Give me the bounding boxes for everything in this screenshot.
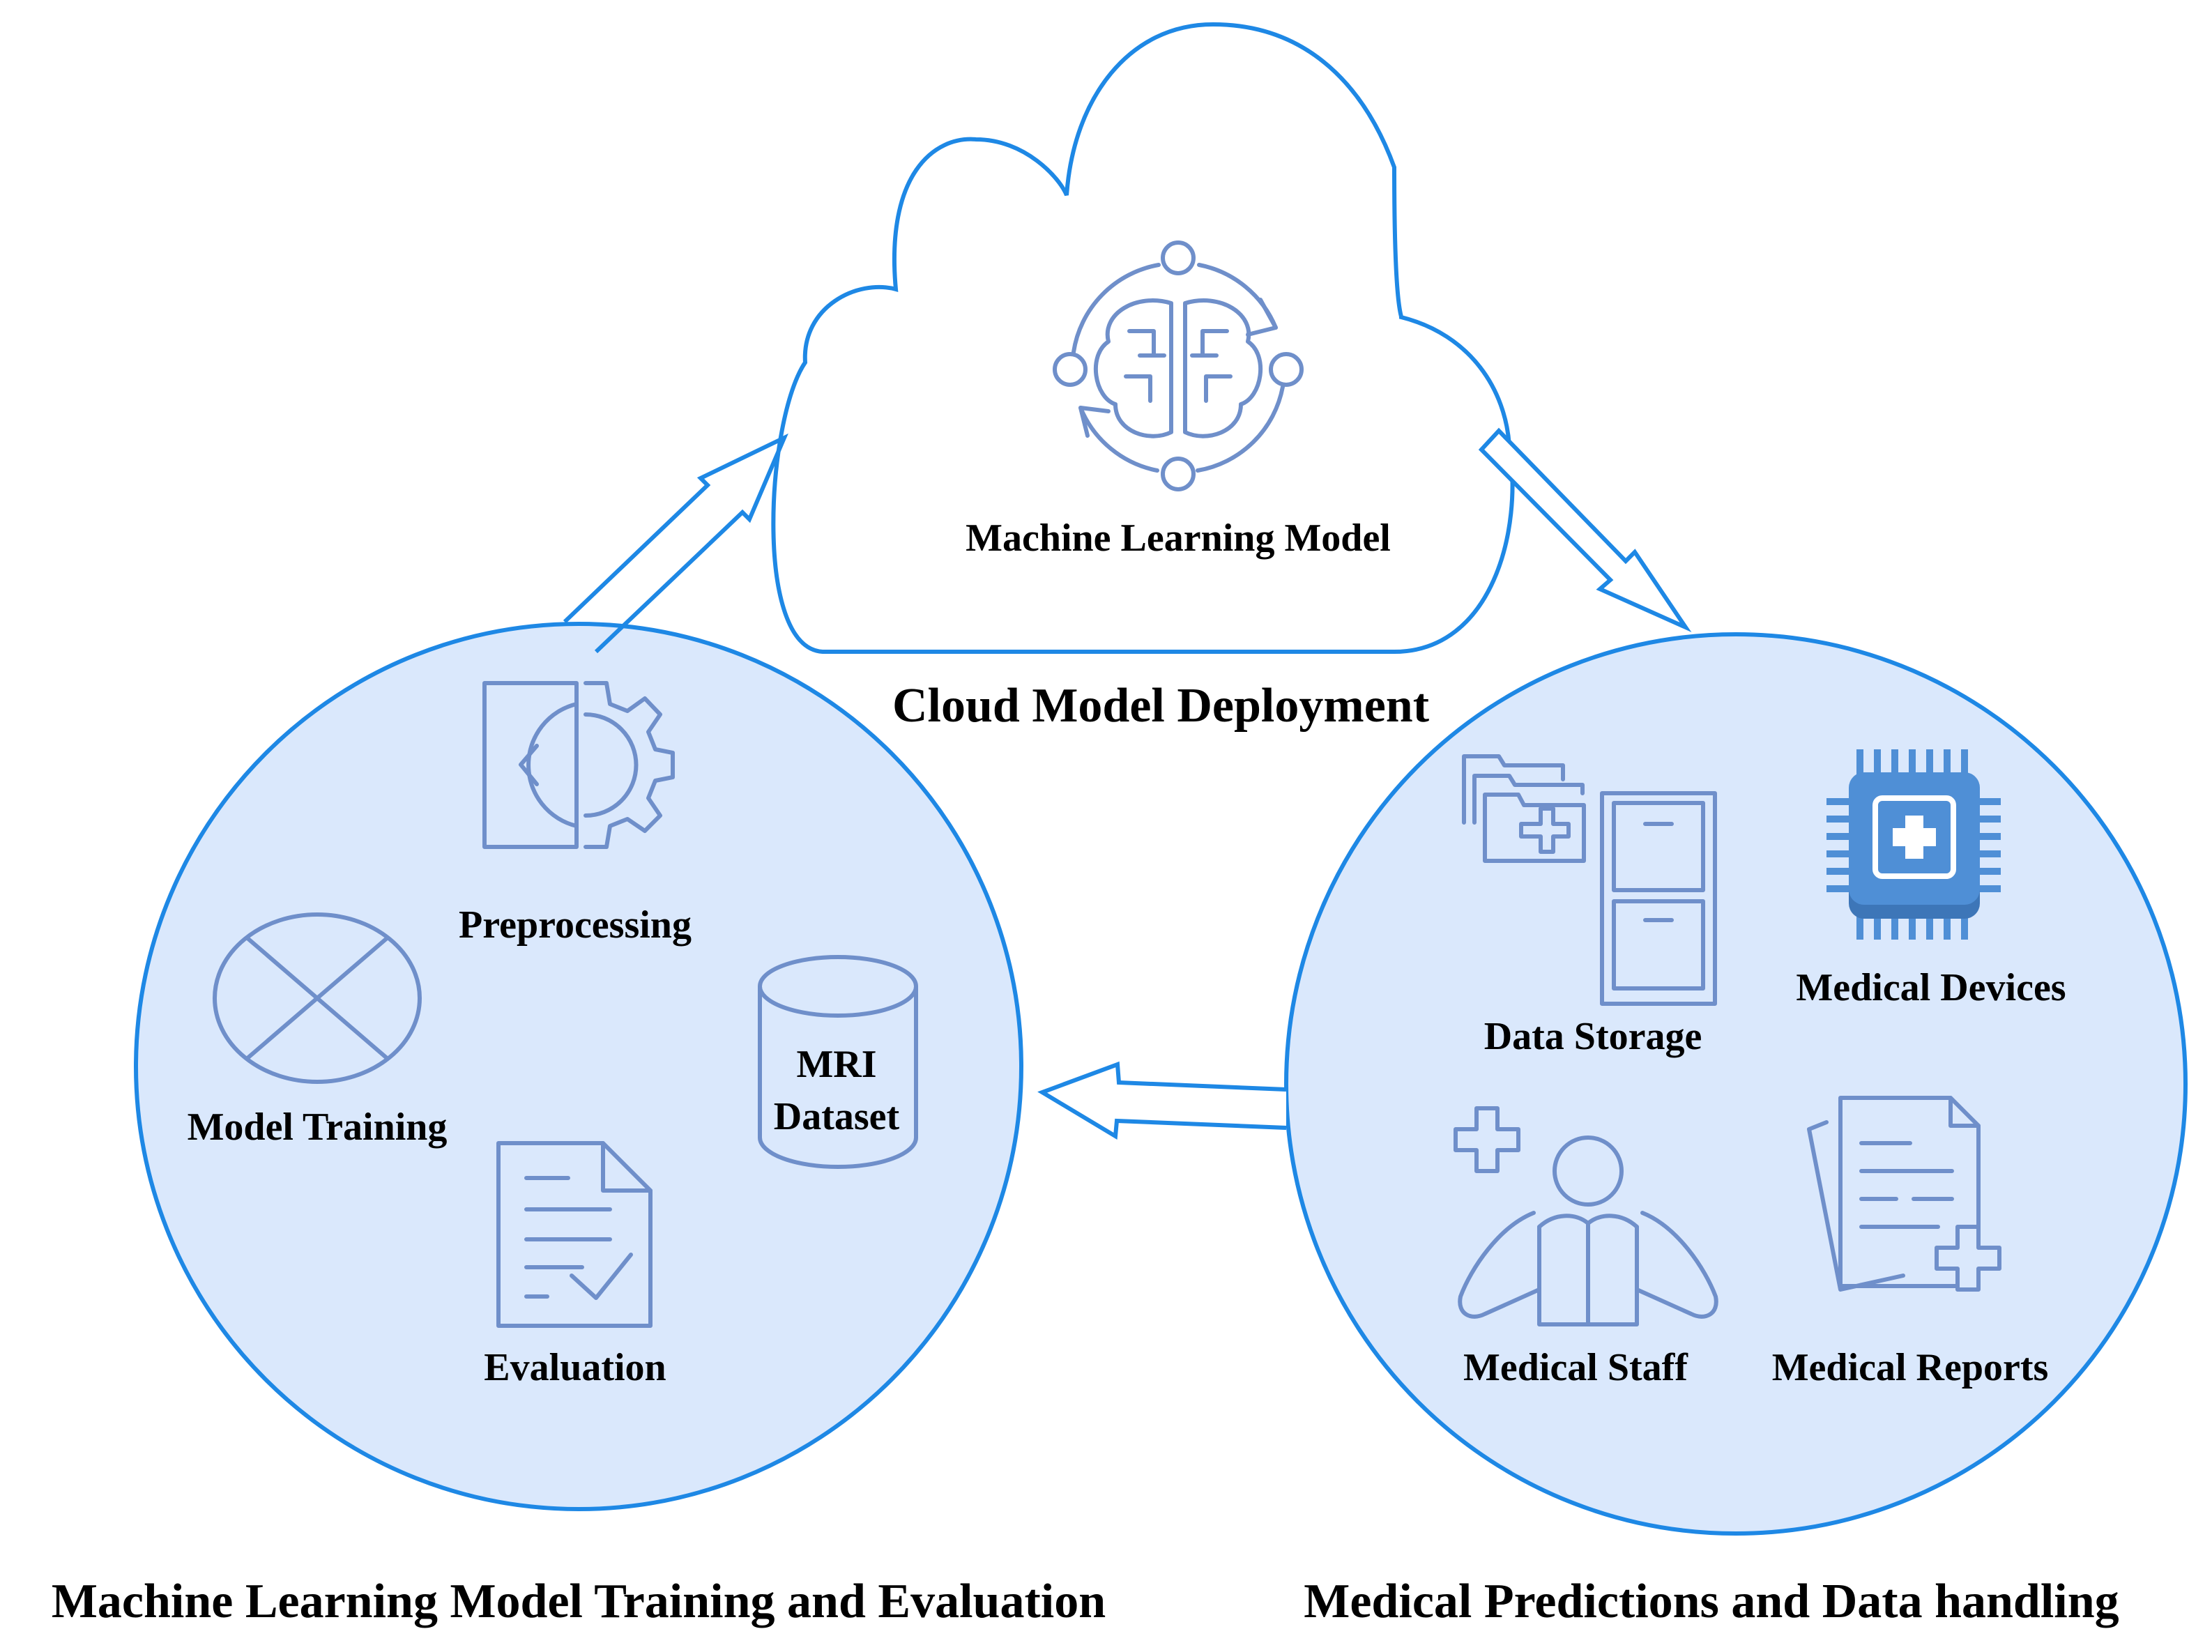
arrow-to-cloud (563, 433, 788, 654)
preprocessing-label: Preprocessing (459, 903, 692, 947)
mri-dataset-label-line2: Dataset (774, 1095, 900, 1138)
arrow-to-training (1037, 1061, 1287, 1140)
mri-dataset-cylinder (758, 955, 918, 1169)
medical-report-icon (1807, 1096, 2001, 1292)
crossed-ellipse-icon (213, 912, 422, 1084)
evaluation-label: Evaluation (484, 1346, 666, 1389)
data-storage-label: Data Storage (1484, 1015, 1702, 1058)
medical-staff-icon (1454, 1106, 1718, 1326)
medical-devices-label: Medical Devices (1796, 966, 2066, 1009)
medical-staff-label: Medical Staff (1463, 1346, 1688, 1389)
training-circle (134, 622, 1023, 1511)
checked-document-icon (496, 1141, 653, 1328)
brain-ai-icon (1053, 240, 1304, 491)
file-cabinet-icon (1462, 754, 1717, 1006)
machine-learning-model-label: Machine Learning Model (966, 517, 1391, 560)
mri-dataset-label-line1: MRI (796, 1043, 876, 1086)
medical-reports-label: Medical Reports (1772, 1346, 2049, 1389)
cloud-deployment-title: Cloud Model Deployment (892, 679, 1429, 733)
medical-chip-icon (1826, 749, 2001, 940)
medical-circle (1284, 632, 2188, 1536)
model-training-label: Model Training (188, 1106, 448, 1149)
training-caption: Machine Learning Model Training and Eval… (52, 1575, 1106, 1628)
cloud-shape (771, 22, 1515, 654)
arrow-to-medical (1478, 427, 1692, 633)
code-gear-icon (482, 681, 675, 849)
medical-caption: Medical Predictions and Data handling (1304, 1575, 2119, 1628)
